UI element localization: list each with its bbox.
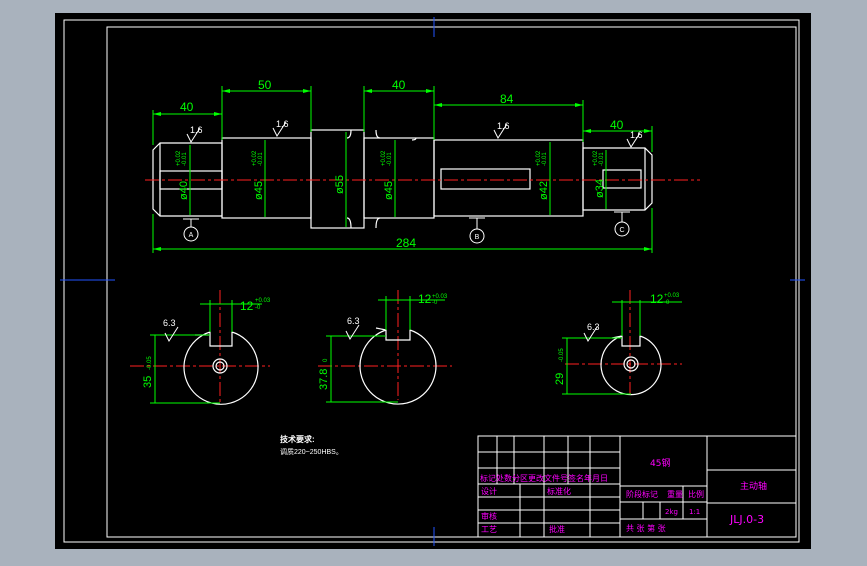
dim-key-length: 84 (500, 92, 514, 106)
title-design: 设计 (481, 486, 497, 496)
dia-45-a: ø45 (253, 181, 265, 200)
dia-55: ø55 (334, 175, 346, 194)
dia-45-a-tol-dn: -0.01 (258, 152, 264, 166)
roughness-value-4: 1.6 (630, 130, 643, 140)
dia-45-b-tol-up: +0.02 (381, 150, 387, 166)
dia-34-tol-up: +0.02 (593, 150, 599, 166)
dia-34-tol-dn: -0.01 (599, 152, 605, 166)
dia-40-tol-dn: -0.01 (182, 152, 188, 166)
main-dimensions (152, 86, 653, 253)
title-approve: 批准 (549, 524, 565, 534)
section-b-depth-tol: 0 (323, 358, 329, 362)
title-standardize: 标准化 (547, 486, 571, 496)
dia-45-b-tol-dn: -0.01 (387, 152, 393, 166)
dia-42-tol-up: +0.02 (536, 150, 542, 166)
dimension-arrowheads (153, 89, 652, 251)
datum-a: A (189, 232, 194, 239)
dia-40-tol-up: +0.02 (176, 150, 182, 166)
section-c-roughness: 6.3 (587, 322, 600, 332)
section-a-roughness: 6.3 (163, 318, 176, 328)
title-material: 45钢 (650, 457, 670, 469)
dim-mid-length: 40 (392, 78, 406, 92)
notes-line-1: 调质220~250HBS。 (280, 447, 343, 456)
title-scale: 比例 (688, 489, 704, 499)
title-drawing-no: JLJ.0-3 (729, 513, 764, 526)
section-c-key-tol-up: +0.03 (664, 293, 680, 299)
dia-40: ø40 (178, 181, 190, 200)
section-a-key-tol-dn: -0 (255, 305, 261, 311)
shaft-main-view (152, 129, 653, 229)
roughness-values: 1.6 1.6 1.6 1.6 (190, 119, 643, 140)
drawing-sheet (55, 13, 811, 549)
roughness-value-2: 1.6 (276, 119, 289, 129)
dim-right-length: 40 (610, 118, 624, 132)
section-b-key-tol-up: +0.03 (432, 294, 448, 300)
title-block: 标记处数分区更改文件号签名年月日 设计 标准化 审核 工艺 批准 阶段标记 重量… (477, 435, 797, 538)
section-c-key-tol-dn: -0 (664, 300, 670, 306)
dim-left-length: 40 (180, 100, 194, 114)
dim-second-length: 50 (258, 78, 272, 92)
dia-42-tol-dn: -0.01 (542, 152, 548, 166)
datum-letters: A B C (189, 227, 625, 241)
section-c: 6.3 12 +0.03 -0 29 -0.05 (554, 292, 682, 396)
title-revision-row: 标记处数分区更改文件号签名年月日 (480, 473, 608, 483)
title-review: 审核 (481, 511, 497, 521)
title-part-name: 主动轴 (740, 480, 767, 492)
section-a-key-width: 12 (240, 299, 254, 313)
main-dimension-text: 40 50 40 84 40 284 (180, 78, 624, 250)
datum-b: B (475, 234, 480, 241)
section-b-depth: 37.8 (318, 369, 330, 390)
section-c-key-width: 12 (650, 292, 664, 306)
inner-frame (106, 26, 797, 538)
title-sheets: 共 张 第 张 (626, 523, 666, 533)
dia-34: ø34 (594, 179, 606, 198)
dia-45-a-tol-up: +0.02 (252, 150, 258, 166)
roughness-value-1: 1.6 (190, 125, 203, 135)
title-scale-value: 1:1 (689, 508, 700, 516)
section-b-key-width: 12 (418, 292, 432, 306)
roughness-value-3: 1.6 (497, 121, 510, 131)
section-b-roughness: 6.3 (347, 316, 360, 326)
roughness-symbols (186, 121, 641, 149)
section-a: 6.3 12 +0.03 -0 35 -0.05 (142, 298, 271, 405)
frame-center-marks (60, 17, 805, 546)
section-a-depth-tol: -0.05 (147, 356, 153, 370)
sheet-border (63, 19, 800, 543)
section-b: 6.3 12 +0.03 -0 37.8 0 (318, 292, 448, 405)
diameter-labels: ø40 +0.02 -0.01 ø45 +0.02 -0.01 ø55 ø45 … (176, 150, 606, 200)
title-process: 工艺 (481, 525, 497, 534)
section-b-key-tol-dn: -0 (432, 300, 438, 306)
section-c-depth: 29 (554, 373, 566, 385)
datum-c: C (619, 227, 624, 234)
dim-total-length: 284 (396, 236, 416, 250)
title-stage-mark: 阶段标记 (626, 489, 658, 499)
section-c-depth-tol: -0.05 (559, 348, 565, 362)
title-weight: 重量 (667, 489, 683, 499)
title-weight-value: 2kg (665, 508, 678, 516)
notes-title: 技术要求: (280, 434, 315, 444)
dia-45-b: ø45 (383, 181, 395, 200)
section-a-depth: 35 (142, 376, 154, 388)
datum-markers (183, 211, 630, 244)
section-a-key-tol-up: +0.03 (255, 298, 271, 304)
dia-42: ø42 (538, 181, 550, 200)
